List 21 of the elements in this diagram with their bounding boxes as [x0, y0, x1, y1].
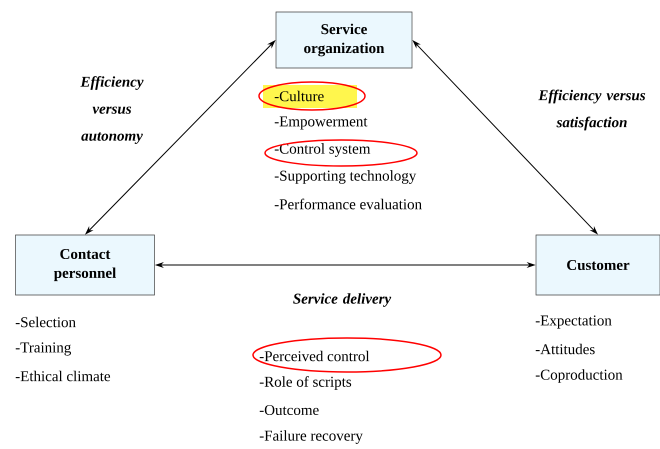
list-item: -Control system [274, 143, 370, 157]
list-item: -Failure recovery [260, 430, 363, 444]
list-item: -Selection [16, 316, 76, 328]
list-item: -Outcome [260, 404, 319, 416]
edge-label: Efficiency versus autonomy [80, 76, 144, 144]
list-item: -Attitudes [536, 344, 595, 354]
list-item: -Role of scripts [260, 376, 352, 390]
edge-label: Service delivery [293, 293, 392, 307]
process-box: Service organization [276, 12, 412, 68]
process-box: Contact personnel [15, 234, 155, 296]
list-item: -Expectation [536, 315, 612, 329]
list-item: -Culture [274, 90, 324, 102]
list-item: -Training [16, 342, 72, 356]
list-item: -Coproduction [536, 369, 622, 383]
process-box: Customer [536, 234, 660, 296]
list-item: -Supporting technology [274, 170, 416, 184]
list-item: -Perceived control [260, 350, 370, 362]
list-item: -Empowerment [274, 116, 368, 130]
list-item: -Performance evaluation [274, 198, 422, 210]
list-item: -Ethical climate [16, 370, 110, 382]
edge-label: Efficiency versus satisfaction [538, 90, 646, 130]
